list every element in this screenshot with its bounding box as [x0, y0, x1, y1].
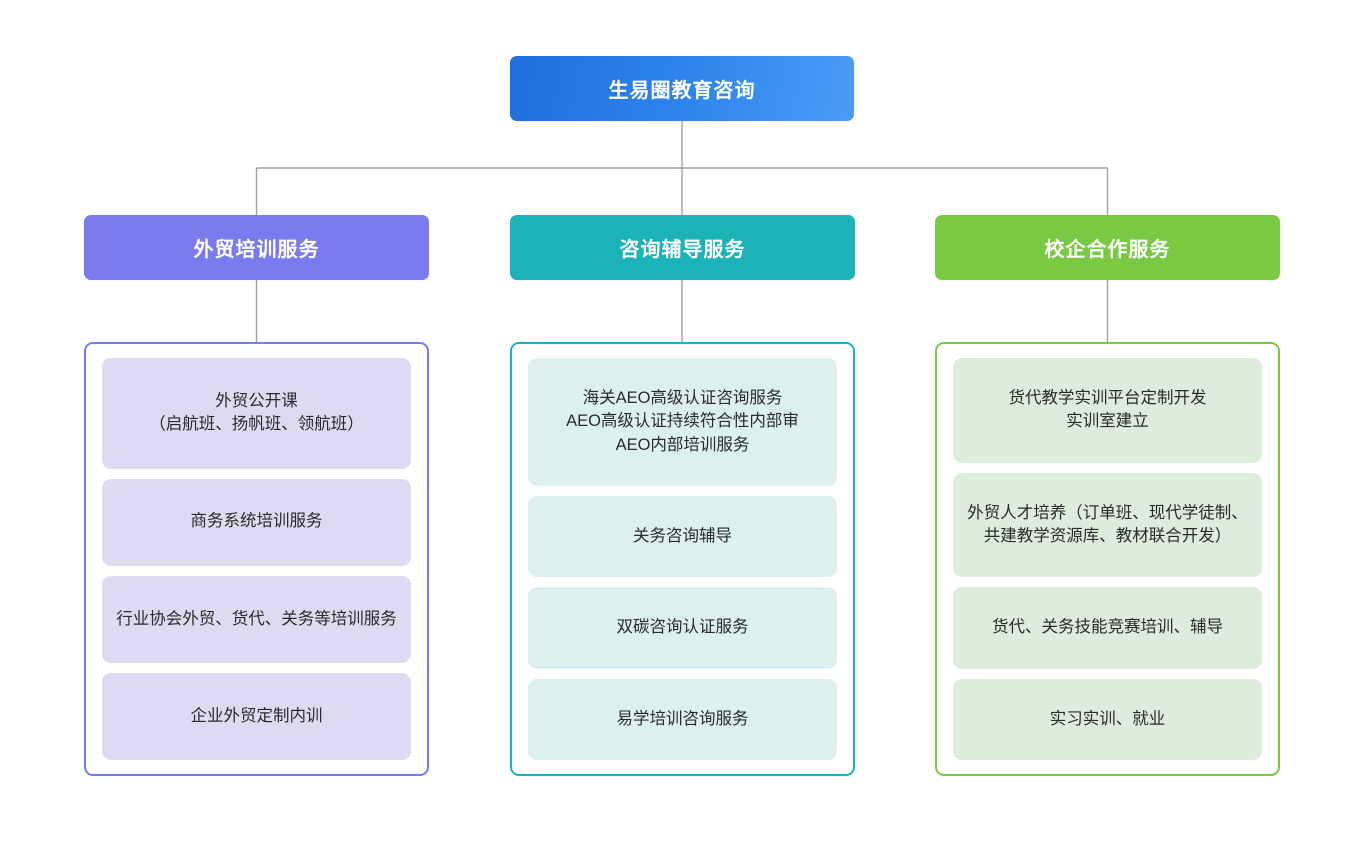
- branch-column-school-enterprise: 校企合作服务 货代教学实训平台定制开发 实训室建立 外贸人才培养（订单班、现代学…: [935, 215, 1280, 776]
- service-item[interactable]: 货代教学实训平台定制开发 实训室建立: [953, 358, 1262, 463]
- items-panel-1: 海关AEO高级认证咨询服务 AEO高级认证持续符合性内部审 AEO内部培训服务 …: [510, 342, 855, 776]
- root-node[interactable]: 生易圈教育咨询: [510, 56, 854, 121]
- service-item[interactable]: 关务咨询辅导: [528, 496, 837, 578]
- service-item[interactable]: 易学培训咨询服务: [528, 678, 837, 761]
- branch-column-foreign-trade-training: 外贸培训服务 外贸公开课 （启航班、扬帆班、领航班） 商务系统培训服务 行业协会…: [84, 215, 429, 776]
- items-panel-2: 货代教学实训平台定制开发 实训室建立 外贸人才培养（订单班、现代学徒制、共建教学…: [935, 342, 1280, 776]
- items-panel-0: 外贸公开课 （启航班、扬帆班、领航班） 商务系统培训服务 行业协会外贸、货代、关…: [84, 342, 429, 776]
- root-node-label: 生易圈教育咨询: [608, 80, 756, 102]
- service-item[interactable]: 实习实训、就业: [953, 678, 1262, 761]
- service-item[interactable]: 双碳咨询认证服务: [528, 587, 837, 669]
- branch-column-consulting-guidance: 咨询辅导服务 海关AEO高级认证咨询服务 AEO高级认证持续符合性内部审 AEO…: [510, 215, 855, 776]
- service-item[interactable]: 海关AEO高级认证咨询服务 AEO高级认证持续符合性内部审 AEO内部培训服务: [528, 358, 837, 487]
- service-item[interactable]: 企业外贸定制内训: [102, 672, 411, 760]
- category-header-2[interactable]: 校企合作服务: [935, 215, 1280, 280]
- category-header-label-1: 咨询辅导服务: [619, 239, 746, 261]
- service-item[interactable]: 货代、关务技能竞赛培训、辅导: [953, 587, 1262, 669]
- category-header-label-2: 校企合作服务: [1044, 239, 1171, 261]
- service-item[interactable]: 行业协会外贸、货代、关务等培训服务: [102, 575, 411, 663]
- service-item[interactable]: 商务系统培训服务: [102, 478, 411, 566]
- service-item[interactable]: 外贸人才培养（订单班、现代学徒制、共建教学资源库、教材联合开发）: [953, 472, 1262, 578]
- category-header-label-0: 外贸培训服务: [193, 239, 320, 261]
- category-header-0[interactable]: 外贸培训服务: [84, 215, 429, 280]
- service-item[interactable]: 外贸公开课 （启航班、扬帆班、领航班）: [102, 358, 411, 469]
- category-header-1[interactable]: 咨询辅导服务: [510, 215, 855, 280]
